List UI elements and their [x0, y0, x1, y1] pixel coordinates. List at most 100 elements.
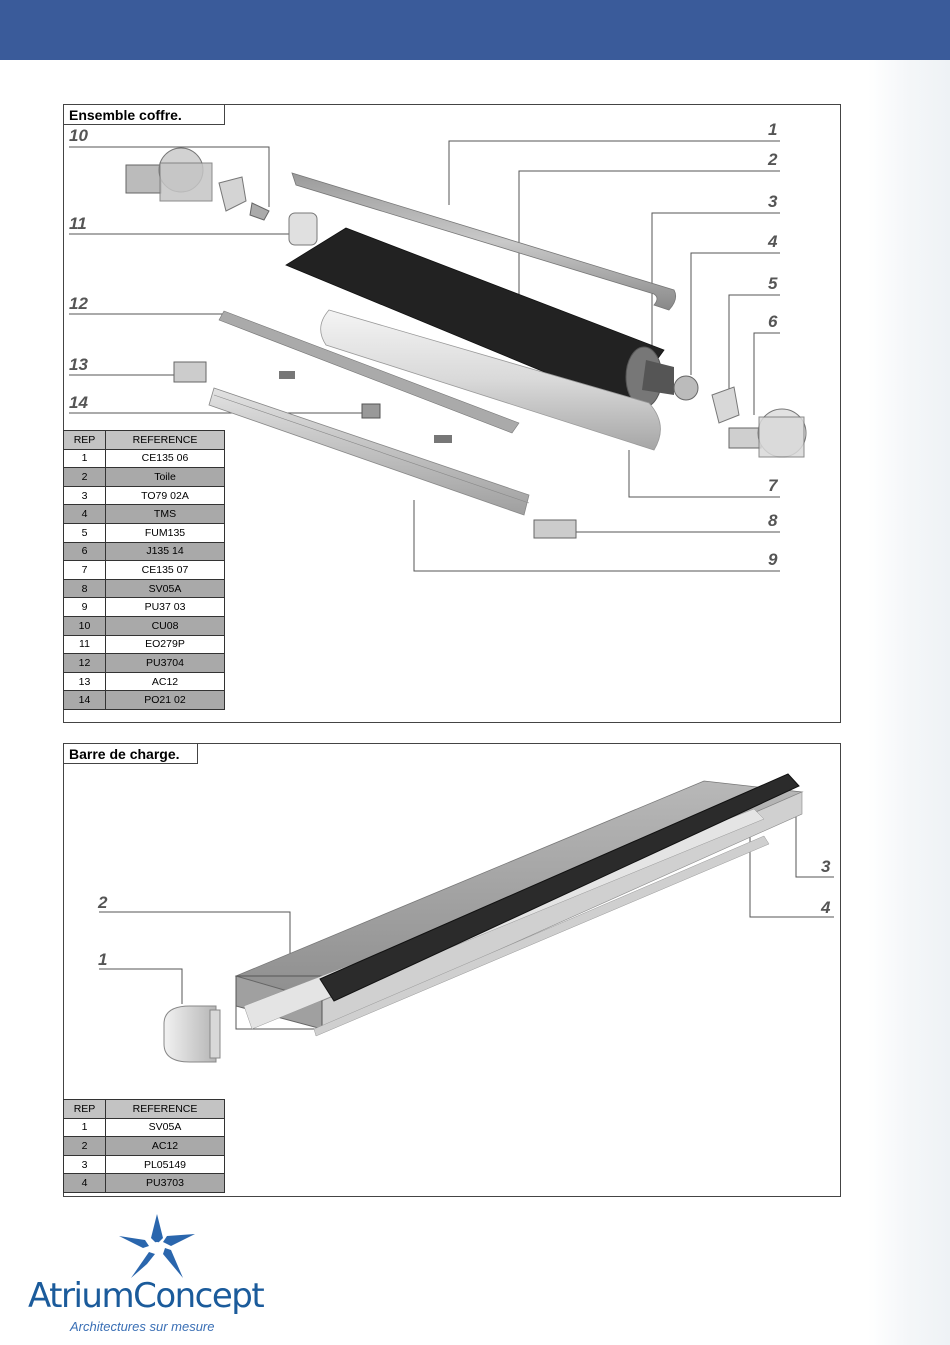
- cell-rep: 6: [63, 541, 106, 562]
- leader-10: [69, 146, 270, 207]
- callout-label: 3: [821, 857, 831, 876]
- callout-label: 5: [768, 274, 778, 293]
- callout-label: 9: [768, 550, 778, 569]
- header-bar: [0, 0, 950, 60]
- leader-2: [99, 911, 291, 959]
- part-support-6: [728, 408, 807, 458]
- part-roller-tube: [642, 360, 674, 395]
- col-header-rep: REP: [63, 430, 106, 450]
- col-header-rep: REP: [63, 1099, 106, 1119]
- leader-9: [413, 500, 780, 572]
- part-joint: [218, 310, 520, 434]
- cell-reference: FUM135: [105, 522, 225, 543]
- callout-label: 7: [768, 476, 778, 495]
- logo-wordmark: AtriumConcept: [28, 1276, 265, 1316]
- cell-reference: SV05A: [105, 578, 225, 599]
- panel-ensemble-coffre: Ensemble coffre. 1 2 3 4 5 6 7 8 9 10 11…: [63, 104, 841, 723]
- cell-reference: EO279P: [105, 634, 225, 655]
- cell-rep: 3: [63, 1154, 106, 1175]
- cell-rep: 1: [63, 1117, 106, 1138]
- callout-label: 8: [768, 511, 778, 530]
- callout-label: 4: [768, 232, 778, 251]
- part-bracket-13: [173, 361, 207, 383]
- part-roller-end: [625, 346, 663, 408]
- cell-reference: PU37 03: [105, 597, 225, 617]
- cell-rep: 7: [63, 560, 106, 580]
- cell-reference: CE135 06: [105, 448, 225, 469]
- cell-rep: 5: [63, 522, 106, 543]
- leader-2: [518, 170, 780, 295]
- cell-rep: 13: [63, 671, 106, 692]
- part-flange-5: [711, 386, 740, 424]
- leader-1: [99, 968, 183, 1004]
- callout-label: 10: [69, 126, 88, 145]
- part-motor-head: [673, 375, 699, 401]
- cell-rep: 1: [63, 448, 106, 469]
- callout-label: 6: [768, 312, 778, 331]
- callout-label: 13: [69, 355, 88, 374]
- cell-reference: SV05A: [105, 1117, 225, 1138]
- cell-rep: 12: [63, 653, 106, 673]
- callout-label: 2: [768, 150, 778, 169]
- callout-label: 1: [98, 950, 108, 969]
- cell-rep: 10: [63, 615, 106, 636]
- star-flower-icon: [119, 1214, 195, 1278]
- table-header-row: REP REFERENCE: [63, 1099, 225, 1119]
- section-title: Ensemble coffre.: [63, 104, 225, 125]
- part-clip-14: [361, 403, 381, 419]
- table-header-row: REP REFERENCE: [63, 430, 225, 450]
- callout-label: 1: [768, 120, 778, 139]
- cell-reference: AC12: [105, 671, 225, 692]
- cell-rep: 2: [63, 467, 106, 487]
- cell-rep: 3: [63, 485, 106, 506]
- leader-1: [448, 140, 780, 205]
- part-bar-end: [235, 975, 323, 1030]
- cell-reference: CE135 07: [105, 560, 225, 580]
- cell-reference: J135 14: [105, 541, 225, 562]
- col-header-reference: REFERENCE: [105, 1099, 225, 1119]
- cell-reference: PU3704: [105, 653, 225, 673]
- part-fabric: [285, 227, 665, 406]
- part-end-cap: [163, 1005, 221, 1063]
- part-bar-profile: [234, 780, 804, 1002]
- part-seal-strip: [319, 773, 800, 1002]
- callout-label: 3: [768, 192, 778, 211]
- part-clip-b: [434, 435, 452, 443]
- leader-3: [651, 212, 780, 360]
- cell-rep: 2: [63, 1136, 106, 1156]
- leader-4: [690, 252, 780, 375]
- section-title: Barre de charge.: [63, 743, 198, 764]
- cell-reference: TO79 02A: [105, 485, 225, 506]
- part-support-10: [125, 147, 270, 221]
- side-band: [868, 60, 950, 1345]
- part-ring-11: [288, 212, 318, 246]
- part-rail: [208, 387, 530, 516]
- cell-rep: 14: [63, 690, 106, 710]
- callout-label: 12: [69, 294, 88, 313]
- part-plug-8: [533, 519, 577, 539]
- part-box-cover: [291, 172, 677, 311]
- cell-reference: TMS: [105, 504, 225, 524]
- cell-rep: 9: [63, 597, 106, 617]
- cell-reference: PO21 02: [105, 690, 225, 710]
- cell-rep: 8: [63, 578, 106, 599]
- panel-barre-de-charge: Barre de charge. 1 2 3 4 REP REFERENCE 1…: [63, 743, 841, 1197]
- callout-label: 4: [821, 898, 831, 917]
- callout-label: 11: [69, 214, 87, 233]
- callout-label: 2: [98, 893, 108, 912]
- part-box-tube: [320, 309, 661, 451]
